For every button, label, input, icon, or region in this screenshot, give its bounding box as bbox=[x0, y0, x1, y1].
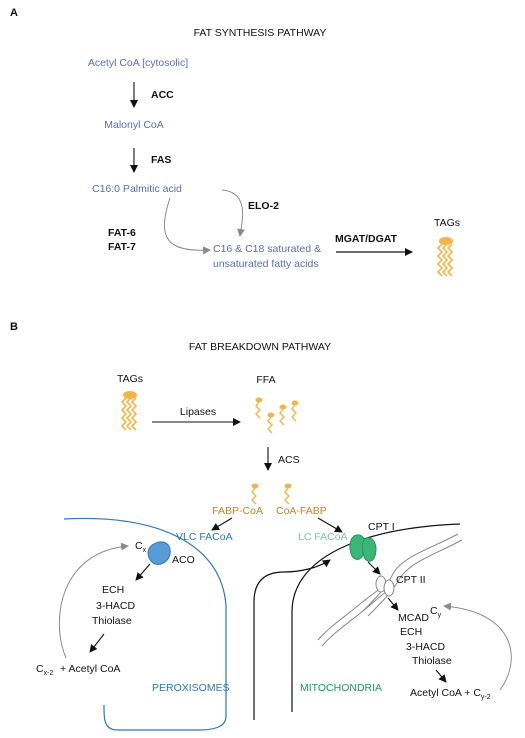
fat7-enzyme: FAT-7 bbox=[108, 241, 136, 253]
cpt2-to-mcad-arrow bbox=[387, 597, 399, 611]
ffa-icon-1 bbox=[254, 396, 264, 419]
hacd-left-label: 3-HACD bbox=[96, 600, 136, 612]
cpt1-transporter-icon bbox=[349, 534, 366, 560]
mgat-dgat-enzyme: MGAT/DGAT bbox=[335, 233, 398, 245]
thiolase-right-label: Thiolase bbox=[412, 655, 452, 667]
cpt2-transporter-icon-2 bbox=[383, 579, 395, 597]
cpt1-transporter-icon-2 bbox=[361, 537, 377, 562]
inner-membrane-lower-2 bbox=[321, 591, 387, 647]
lipases-label: Lipases bbox=[180, 406, 216, 418]
ech-left-label: ECH bbox=[102, 584, 124, 596]
fat-desaturase-arrow bbox=[163, 197, 211, 255]
ffa-icon-2 bbox=[266, 411, 276, 434]
inner-membrane-upper-2 bbox=[367, 539, 463, 617]
ffa-icon-4 bbox=[290, 399, 300, 422]
acc-enzyme: ACC bbox=[151, 89, 174, 101]
panel-b-title: FAT BREAKDOWN PATHWAY bbox=[189, 341, 331, 353]
peroxisomes-label: PEROXISOMES bbox=[152, 682, 230, 694]
to-mitochondria-arrow bbox=[317, 517, 343, 533]
acetyl-coa-right: Acetyl CoA + Cy-2 bbox=[410, 687, 491, 701]
peroxisome-cycle-arrow bbox=[58, 542, 129, 659]
fabp-coa-label: FABP-CoA bbox=[212, 505, 263, 517]
cpt1-to-cpt2-arrow bbox=[367, 561, 381, 575]
vlc-facoa-label: VLC FACoA bbox=[176, 531, 233, 543]
fat6-enzyme: FAT-6 bbox=[108, 227, 136, 239]
thiolase-right-arrow bbox=[435, 669, 447, 683]
fas-enzyme: FAS bbox=[151, 154, 171, 166]
panel-b-letter: B bbox=[10, 321, 18, 333]
elo2-enzyme: ELO-2 bbox=[248, 200, 279, 212]
acs-label: ACS bbox=[278, 454, 300, 466]
membrane-divider bbox=[253, 559, 331, 720]
peroxisome-membrane bbox=[63, 517, 227, 731]
cy-substrate: Cy bbox=[430, 605, 442, 619]
inner-membrane-lower bbox=[317, 585, 385, 641]
thiolase-left-arrow bbox=[89, 633, 105, 653]
acetyl-coa-cytosolic: Acetyl CoA [cytosolic] bbox=[88, 57, 188, 69]
cx-substrate: Cx bbox=[135, 540, 147, 554]
inner-membrane-upper bbox=[361, 533, 459, 613]
tags-label-a: TAGs bbox=[434, 217, 460, 229]
malonyl-coa: Malonyl CoA bbox=[104, 119, 164, 131]
ffa-icon-3 bbox=[278, 403, 288, 426]
mitochondria-membrane bbox=[291, 523, 461, 712]
coa-fabp-lipid-icon bbox=[283, 482, 293, 505]
peroxisome-step-arrow bbox=[135, 563, 151, 581]
fatty-acids-line1: C16 & C18 saturated & bbox=[213, 243, 321, 255]
palmitic-acid: C16:0 Palmitic acid bbox=[92, 183, 182, 195]
panel-a-letter: A bbox=[10, 7, 18, 19]
aco-enzyme-icon bbox=[147, 541, 171, 565]
ffa-label: FFA bbox=[256, 374, 275, 386]
tags-label-b: TAGs bbox=[117, 373, 143, 385]
aco-label: ACO bbox=[172, 554, 195, 566]
mitochondria-label: MITOCHONDRIA bbox=[300, 682, 382, 694]
coa-fabp-label: CoA-FABP bbox=[276, 505, 327, 517]
fatty-acids-line2: unsaturated fatty acids bbox=[213, 258, 319, 270]
elo2-arrow bbox=[221, 189, 245, 237]
tag-lipid-icon-a bbox=[437, 236, 454, 277]
panel-a-title: FAT SYNTHESIS PATHWAY bbox=[194, 27, 327, 39]
ech-right-label: ECH bbox=[400, 626, 422, 638]
hacd-right-label: 3-HACD bbox=[406, 641, 446, 653]
cpt1-label: CPT I bbox=[368, 521, 395, 533]
cpt2-label: CPT II bbox=[396, 574, 426, 586]
lc-facoa-label: LC FACoA bbox=[298, 531, 348, 543]
acetyl-coa-left: + Acetyl CoA bbox=[60, 663, 120, 675]
tag-lipid-icon-b bbox=[121, 390, 138, 431]
mcad-label: MCAD bbox=[398, 612, 429, 624]
cx2-product: Cx-2 bbox=[36, 663, 53, 677]
mito-cycle-arrow bbox=[443, 602, 512, 691]
fabp-coa-lipid-icon bbox=[250, 482, 260, 505]
thiolase-left-label: Thiolase bbox=[92, 615, 132, 627]
to-peroxisome-arrow bbox=[211, 517, 233, 531]
